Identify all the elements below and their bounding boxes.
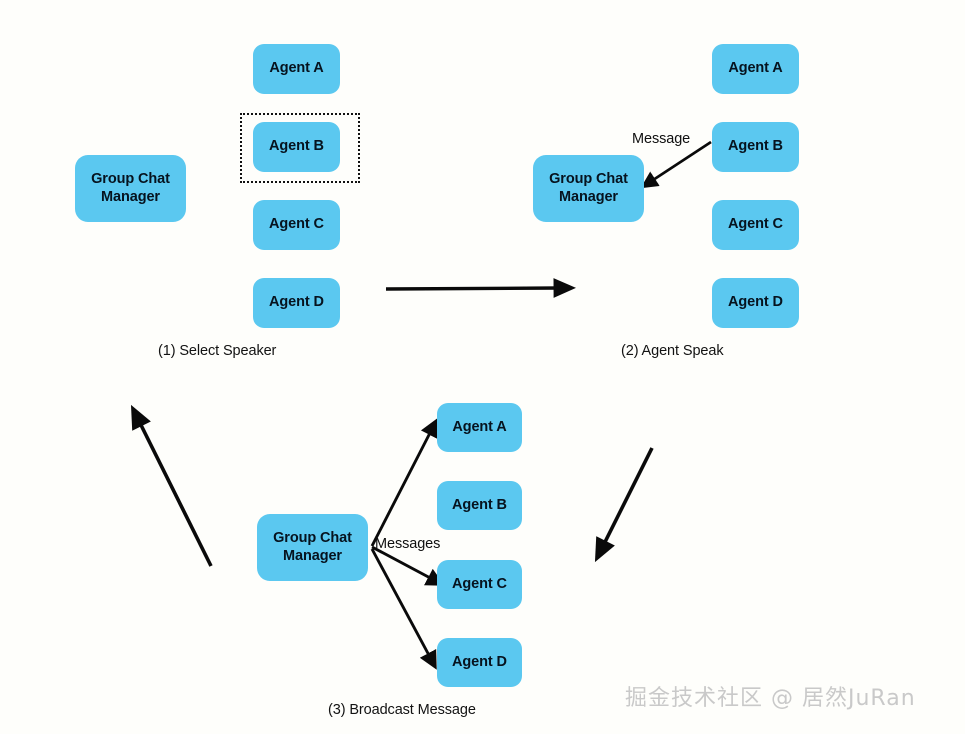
- message-arrow-agentb-to-manager: [640, 140, 712, 189]
- panel2-agent-b[interactable]: Agent B: [712, 122, 799, 172]
- panel1-agent-c-label: Agent C: [269, 216, 324, 233]
- panel3-agent-c-label: Agent C: [452, 575, 507, 592]
- panel3-agent-d-label: Agent D: [452, 653, 507, 670]
- broadcast-arrow-to-agentd: [370, 548, 437, 670]
- panel2-manager-line2: Manager: [559, 188, 618, 205]
- panel2-group-chat-manager[interactable]: Group Chat Manager: [533, 155, 644, 222]
- panel2-manager-line1: Group Chat: [549, 170, 628, 187]
- panel1-manager-line1: Group Chat: [91, 170, 170, 187]
- panel2-agent-c[interactable]: Agent C: [712, 200, 799, 250]
- panel2-agent-a[interactable]: Agent A: [712, 44, 799, 94]
- panel1-manager-line2: Manager: [101, 188, 160, 205]
- panel3-manager-line1: Group Chat: [273, 529, 352, 546]
- panel2-manager-label: Group Chat Manager: [549, 171, 628, 206]
- panel2-agent-d-label: Agent D: [728, 294, 783, 311]
- flow-arrow-3-to-1: [130, 404, 213, 567]
- panel3-caption: (3) Broadcast Message: [328, 702, 476, 718]
- panel1-group-chat-manager[interactable]: Group Chat Manager: [75, 155, 186, 222]
- panel3-manager-line2: Manager: [283, 547, 342, 564]
- panel1-agent-a[interactable]: Agent A: [253, 44, 340, 94]
- panel2-agent-a-label: Agent A: [728, 60, 783, 77]
- panel3-manager-label: Group Chat Manager: [273, 530, 352, 565]
- panel1-agent-b-label: Agent B: [269, 138, 324, 155]
- panel1-manager-label: Group Chat Manager: [91, 171, 170, 206]
- panel3-agent-b-label: Agent B: [452, 496, 507, 513]
- panel2-message-edge-label: Message: [632, 131, 691, 147]
- panel3-agent-c[interactable]: Agent C: [437, 560, 522, 609]
- panel1-selected-speaker-outline: [240, 113, 360, 183]
- panel3-messages-edge-label: Messages: [375, 536, 441, 552]
- flow-arrow-1-to-2: [385, 278, 576, 298]
- panel2-caption: (2) Agent Speak: [621, 343, 724, 359]
- panel2-agent-d[interactable]: Agent D: [712, 278, 799, 328]
- panel1-agent-a-label: Agent A: [269, 60, 324, 77]
- panel2-agent-b-label: Agent B: [728, 138, 783, 155]
- flow-arrow-2-to-3: [594, 447, 654, 563]
- panel3-agent-a-label: Agent A: [452, 418, 507, 435]
- panel1-caption: (1) Select Speaker: [158, 343, 277, 359]
- panel3-agent-a[interactable]: Agent A: [437, 403, 522, 452]
- panel3-group-chat-manager[interactable]: Group Chat Manager: [257, 514, 368, 581]
- panel1-agent-c[interactable]: Agent C: [253, 200, 340, 250]
- broadcast-arrow-to-agenta: [370, 418, 438, 547]
- panel1-agent-d[interactable]: Agent D: [253, 278, 340, 328]
- panel3-agent-d[interactable]: Agent D: [437, 638, 522, 687]
- panel1-agent-b[interactable]: Agent B: [253, 122, 340, 172]
- panel3-agent-b[interactable]: Agent B: [437, 481, 522, 530]
- panel2-agent-c-label: Agent C: [728, 216, 783, 233]
- panel1-agent-d-label: Agent D: [269, 294, 324, 311]
- watermark-text: 掘金技术社区 @ 居然JuRan: [625, 686, 916, 711]
